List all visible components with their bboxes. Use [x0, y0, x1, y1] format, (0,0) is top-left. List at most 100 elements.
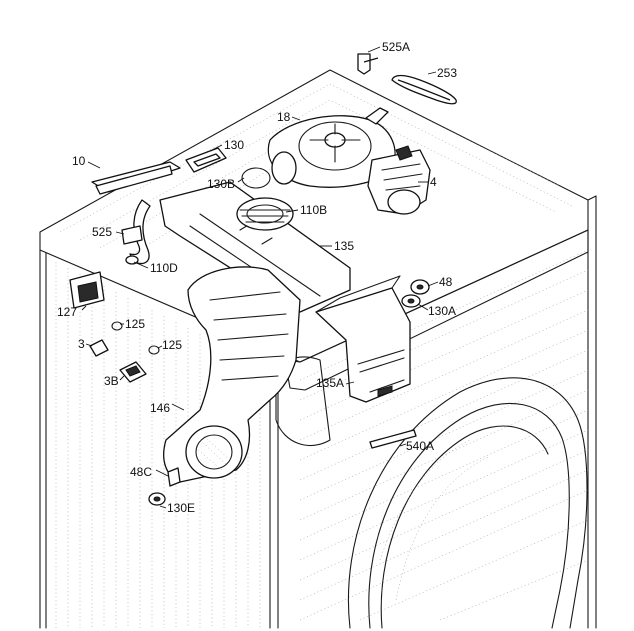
door-hatch [379, 439, 491, 601]
cabinet-hatch-top [59, 83, 573, 257]
grommet-48-inner [416, 284, 424, 290]
fan-blades [309, 123, 361, 163]
leader-18 [291, 116, 301, 121]
leader-525A [367, 46, 381, 53]
cabinet-right-face [587, 195, 597, 629]
fan-impeller [298, 121, 372, 171]
leader-127 [81, 305, 87, 311]
duct-146-ring-outer [185, 425, 243, 479]
label-130: 130 [224, 138, 244, 152]
leader-10 [87, 161, 101, 169]
motor-end [387, 189, 421, 215]
duct-135A-top [315, 275, 401, 313]
duct-146-body [163, 266, 301, 483]
door-inner-ring [368, 402, 570, 629]
duct-main-135 [159, 181, 351, 313]
label-4: 4 [430, 175, 437, 189]
small-parts [69, 271, 160, 383]
label-135A: 135A [316, 376, 344, 390]
grommet-48 [410, 279, 430, 295]
duct-135A-connector [377, 385, 393, 397]
leader-135A [345, 381, 355, 385]
clip-3B-fill [125, 365, 141, 377]
leader-48C [155, 469, 169, 477]
door-outer-ring [347, 377, 588, 629]
grommet-130A-inner [407, 298, 415, 304]
leader-540A [399, 443, 407, 447]
label-525A: 525A [382, 40, 410, 54]
motor-pulley [395, 145, 413, 161]
cabinet-left-face [39, 249, 47, 629]
label-10: 10 [72, 154, 86, 168]
bracket-525A [357, 53, 379, 75]
leader-48 [427, 281, 439, 287]
label-110D: 110D [150, 261, 178, 275]
label-130A: 130A [428, 304, 456, 318]
label-3: 3 [78, 337, 85, 351]
fan-inlet-110B [236, 197, 294, 231]
oring-125-b [148, 345, 160, 355]
duct-135A-detail [357, 349, 405, 393]
label-127: 127 [57, 305, 77, 319]
leader-lines [81, 46, 439, 509]
sensor-525 [121, 225, 143, 245]
grommet-130E-inner [153, 496, 161, 502]
label-48: 48 [439, 275, 453, 289]
label-110B: 110B [300, 203, 327, 217]
heater-duct-assembly [91, 161, 351, 313]
motor-detail [381, 163, 423, 191]
duct-146-ribs [209, 291, 289, 381]
duct-main-detail [189, 213, 321, 301]
leader-110B [285, 209, 299, 213]
heater-tube [95, 165, 173, 195]
leader-130 [211, 144, 223, 151]
leader-253 [427, 71, 437, 75]
leader-130A [417, 303, 429, 311]
leader-146 [171, 403, 185, 411]
label-125-b: 125 [162, 338, 182, 352]
label-146: 146 [150, 401, 170, 415]
leader-525 [115, 231, 125, 235]
fan-inlet-ribs [239, 209, 291, 223]
label-48C: 48C [130, 465, 152, 479]
part-labels: 525A 253 18 130 10 130B 4 110B 525 135 1… [57, 40, 457, 515]
label-18: 18 [277, 110, 291, 124]
nozzle-48C [167, 467, 181, 487]
gasket-130 [185, 147, 227, 173]
duct-146-ring-hatch [197, 435, 233, 471]
fan-bracket [365, 107, 389, 125]
label-135: 135 [334, 239, 354, 253]
grommet-130E [148, 492, 166, 506]
duct-146 [163, 266, 301, 487]
cabinet-front-edge [269, 359, 279, 629]
bracket-127-fill [77, 281, 99, 303]
leader-125-b [157, 345, 163, 349]
seal-130B [241, 167, 271, 189]
leader-3 [85, 343, 93, 347]
oring-125-a [111, 321, 123, 331]
label-540A: 540A [406, 439, 434, 453]
door [347, 377, 588, 629]
seal-540A [369, 429, 417, 449]
leader-3B [119, 375, 125, 381]
label-130E: 130E [167, 501, 195, 515]
fan-motor-assembly [267, 107, 431, 215]
label-125-a: 125 [125, 317, 145, 331]
belt-253 [391, 74, 457, 105]
clip-3 [89, 339, 109, 357]
leader-130B [237, 177, 245, 183]
label-253: 253 [437, 66, 457, 80]
label-3B: 3B [104, 374, 119, 388]
label-130B: 130B [207, 177, 235, 191]
duct-135A [315, 275, 411, 403]
fan-outlet [271, 151, 297, 185]
leader-130E [159, 505, 167, 509]
grommet-130A [401, 294, 421, 308]
door-glass [380, 425, 549, 629]
duct-146-ring-inner [195, 434, 233, 470]
label-525: 525 [92, 225, 112, 239]
console-panel [284, 229, 589, 391]
leader-110D [133, 261, 149, 269]
fan-inlet-inner [246, 204, 284, 224]
